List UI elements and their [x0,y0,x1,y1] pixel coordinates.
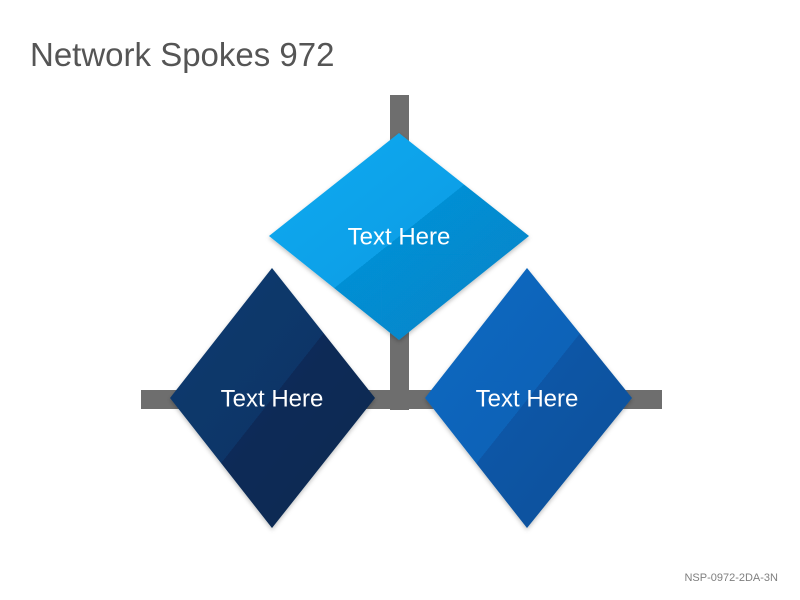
diamond-top-label: Text Here [348,224,451,251]
diamond-left-label: Text Here [221,386,324,413]
diamond-right: Text Here [425,268,632,528]
slide-title: Network Spokes 972 [30,36,335,73]
diamond-right-label: Text Here [476,386,579,413]
diamond-top: Text Here [269,133,529,340]
diamond-left: Text Here [170,268,375,528]
slide-code: NSP-0972-2DA-3N [684,572,778,584]
